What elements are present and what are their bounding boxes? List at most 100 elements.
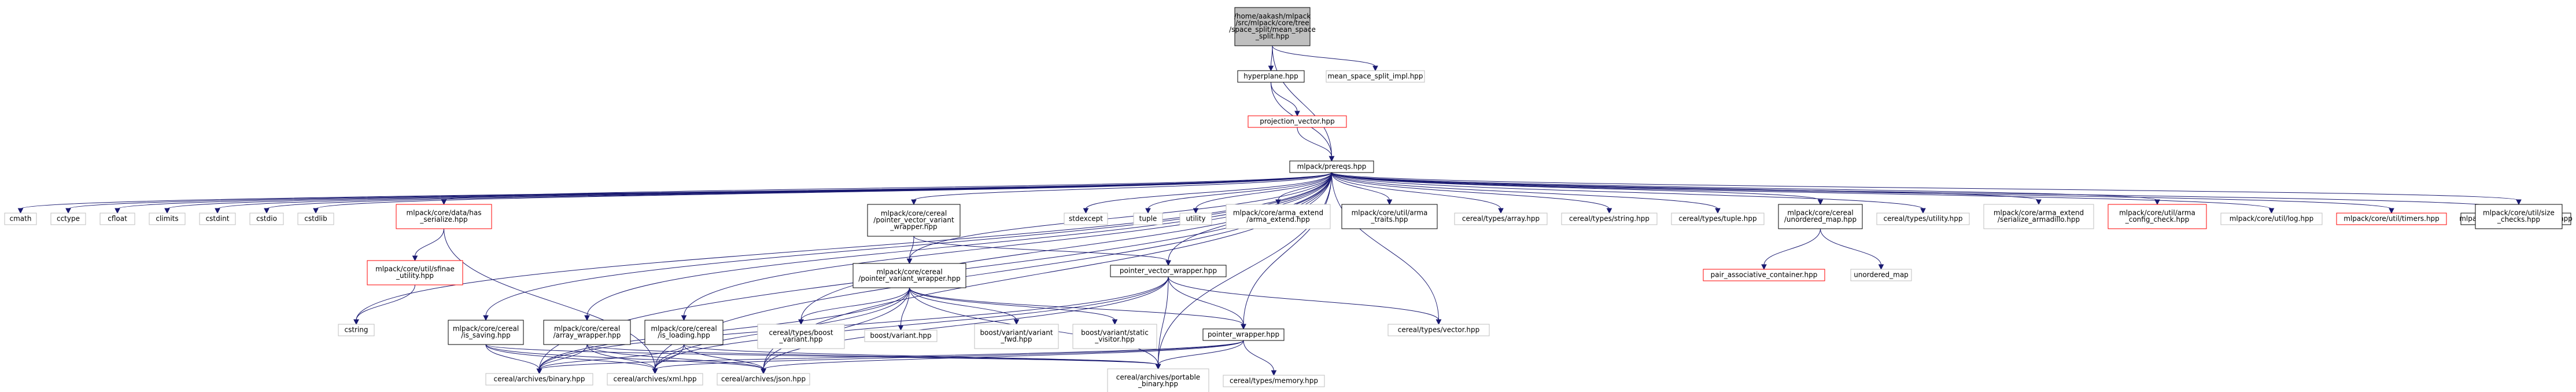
node-ptr_vec_wrapper[interactable]: pointer_vector_wrapper.hpp xyxy=(1110,265,1227,277)
node-size_checks[interactable]: mlpack/core/util/size_checks.hpp xyxy=(2475,204,2563,229)
arrowhead-prereqs-to-unordered_map_cereal xyxy=(1817,199,1824,206)
node-box-array xyxy=(1454,213,1548,225)
node-label-cctype-line-0: cctype xyxy=(57,214,80,222)
arrowhead-prereqs-to-cstdlib xyxy=(313,208,319,214)
arrowhead-ptr_wrapper-to-portable xyxy=(1155,364,1161,370)
node-label-is_loading-line-1: /is_loading.hpp xyxy=(658,331,710,339)
arrowhead-ptr_variant-to-static_visitor xyxy=(1112,319,1118,325)
edge-ptr_vec_wrapper-to-binary xyxy=(539,276,1169,370)
edge-root-to-mean_impl xyxy=(1272,45,1376,67)
node-label-arma_extend-line-1: /arma_extend.hpp xyxy=(1246,215,1309,224)
node-box-static_visitor xyxy=(1072,324,1157,349)
node-box-portable xyxy=(1107,368,1209,392)
arrowhead-sfinae-to-cstring xyxy=(353,319,359,325)
node-is_saving[interactable]: mlpack/core/cereal/is_saving.hpp xyxy=(448,320,524,345)
edge-sfinae-to-cstring xyxy=(356,284,415,321)
node-label-unordered_map_cereal-line-1: /unordered_map.hpp xyxy=(1784,215,1857,224)
node-prereqs[interactable]: mlpack/prereqs.hpp xyxy=(1289,160,1374,173)
arrowhead-prereqs-to-cmath xyxy=(17,208,24,214)
arrowhead-prereqs-to-is_loading xyxy=(681,315,687,321)
edge-ptr_variant-to-boost_variant xyxy=(901,287,910,327)
node-has_serialize[interactable]: mlpack/core/data/has_serialize.hpp xyxy=(396,204,492,229)
edge-prereqs-to-stdexcept xyxy=(1086,172,1332,210)
arrowhead-prereqs-to-string xyxy=(1606,208,1612,214)
edge-ptr_variant-to-binary xyxy=(539,287,910,370)
node-unordered_map_cereal[interactable]: mlpack/core/cereal/unordered_map.hpp xyxy=(1778,204,1863,229)
node-projection[interactable]: projection_vector.hpp xyxy=(1248,115,1347,128)
arrowhead-prereqs-to-utility xyxy=(1193,208,1199,214)
node-label-hyperplane-line-0: hyperplane.hpp xyxy=(1243,72,1298,80)
node-label-binary-line-0: cereal/archives/binary.hpp xyxy=(494,375,585,383)
edge-prereqs-to-utility_cereal xyxy=(1331,172,1924,210)
node-box-json xyxy=(717,373,810,386)
node-label-cstdio-line-0: cstdio xyxy=(256,214,277,222)
node-array_wrapper[interactable]: mlpack/core/cereal/array_wrapper.hpp xyxy=(543,320,631,345)
node-cmath: cmath xyxy=(4,213,37,225)
node-label-utility-line-0: utility xyxy=(1186,214,1205,222)
node-label-cfloat-line-0: cfloat xyxy=(108,214,127,222)
arrowhead-prereqs-to-climits xyxy=(164,208,170,214)
node-sfinae[interactable]: mlpack/core/util/sfinae_utility.hpp xyxy=(367,260,463,285)
edge-prereqs-to-ptr_variant xyxy=(909,172,1332,260)
node-pair_assoc[interactable]: pair_associative_container.hpp xyxy=(1703,269,1825,281)
edge-prereqs-to-arma_extend xyxy=(1278,172,1332,201)
node-config_check[interactable]: mlpack/core/util/arma_config_check.hpp xyxy=(2108,204,2207,229)
node-box-cstdint xyxy=(199,213,236,225)
edge-prereqs-to-cstring xyxy=(356,172,1332,321)
arrowhead-prereqs-to-config_check xyxy=(2154,199,2160,206)
node-box-tuple_cereal xyxy=(1671,213,1765,225)
node-box-ptr_vec_wrapper xyxy=(1110,265,1227,277)
node-cstdio: cstdio xyxy=(249,213,284,225)
node-box-serialize_armadillo xyxy=(1983,204,2094,229)
node-label-root-line-1: /src/mlpack/core/tree xyxy=(1235,19,1309,27)
edge-prereqs-to-tuple_cereal xyxy=(1331,172,1718,210)
node-is_loading[interactable]: mlpack/core/cereal/is_loading.hpp xyxy=(644,320,724,345)
edge-ptr_wrapper-to-memory xyxy=(1243,340,1274,372)
node-ptr_vec_variant[interactable]: mlpack/core/cereal/pointer_vector_varian… xyxy=(867,204,961,237)
node-box-array_wrapper xyxy=(543,320,631,345)
node-label-config_check-line-0: mlpack/core/util/arma xyxy=(2119,209,2195,217)
node-ptr_wrapper[interactable]: pointer_wrapper.hpp xyxy=(1202,328,1285,341)
node-layer: /home/aakash/mlpack/src/mlpack/core/tree… xyxy=(4,7,2573,392)
node-box-is_loading xyxy=(644,320,724,345)
node-box-projection xyxy=(1248,115,1347,128)
edge-is_saving-to-binary xyxy=(485,344,540,370)
edge-hyperplane-to-projection xyxy=(1271,82,1298,112)
edge-ptr_vec_wrapper-to-portable xyxy=(1158,276,1169,365)
edge-projection-to-prereqs xyxy=(1297,127,1332,157)
node-ptr_variant[interactable]: mlpack/core/cereal/pointer_variant_wrapp… xyxy=(852,263,966,288)
edge-prereqs-to-utility xyxy=(1195,172,1332,210)
node-binary: cereal/archives/binary.hpp xyxy=(485,373,593,386)
node-cstdlib: cstdlib xyxy=(297,213,334,225)
arrowhead-ptr_vec_variant-to-ptr_vec_wrapper xyxy=(1165,260,1171,266)
node-box-root xyxy=(1234,7,1311,46)
arrowhead-prereqs-to-tuple_cereal xyxy=(1715,208,1721,214)
edge-root-to-prereqs xyxy=(1272,45,1332,157)
node-label-cmath-line-0: cmath xyxy=(10,214,32,222)
node-arma_traits[interactable]: mlpack/core/util/arma_traits.hpp xyxy=(1341,204,1438,229)
node-box-cstdlib xyxy=(297,213,334,225)
node-hyperplane[interactable]: hyperplane.hpp xyxy=(1237,70,1305,83)
edge-prereqs-to-cstdlib xyxy=(315,172,1332,210)
edge-is_loading-to-portable xyxy=(684,344,1158,365)
node-label-vector-line-0: cereal/types/vector.hpp xyxy=(1398,325,1479,334)
node-root[interactable]: /home/aakash/mlpack/src/mlpack/core/tree… xyxy=(1229,7,1316,46)
node-box-cfloat xyxy=(99,213,135,225)
edge-has_serialize-to-sfinae xyxy=(415,228,444,257)
node-label-static_visitor-line-1: _visitor.hpp xyxy=(1094,335,1135,343)
node-cstdint: cstdint xyxy=(199,213,236,225)
arrowhead-prereqs-to-ptr_vec_variant xyxy=(911,199,917,206)
edge-ptr_vec_wrapper-to-xml xyxy=(655,276,1169,370)
node-label-timers-line-0: mlpack/core/util/timers.hpp xyxy=(2344,214,2440,222)
node-box-cstdio xyxy=(249,213,284,225)
node-cfloat: cfloat xyxy=(99,213,135,225)
node-label-arma_traits-line-1: _traits.hpp xyxy=(1371,215,1408,224)
node-label-serialize_armadillo-line-1: /serialize_armadillo.hpp xyxy=(1998,215,2080,224)
node-box-variant_fwd xyxy=(974,324,1059,349)
node-label-cstdint-line-0: cstdint xyxy=(206,214,230,222)
node-array: cereal/types/array.hpp xyxy=(1454,213,1548,225)
node-timers[interactable]: mlpack/core/util/timers.hpp xyxy=(2336,213,2447,225)
node-stdexcept: stdexcept xyxy=(1064,213,1108,225)
node-cstring: cstring xyxy=(338,324,375,336)
